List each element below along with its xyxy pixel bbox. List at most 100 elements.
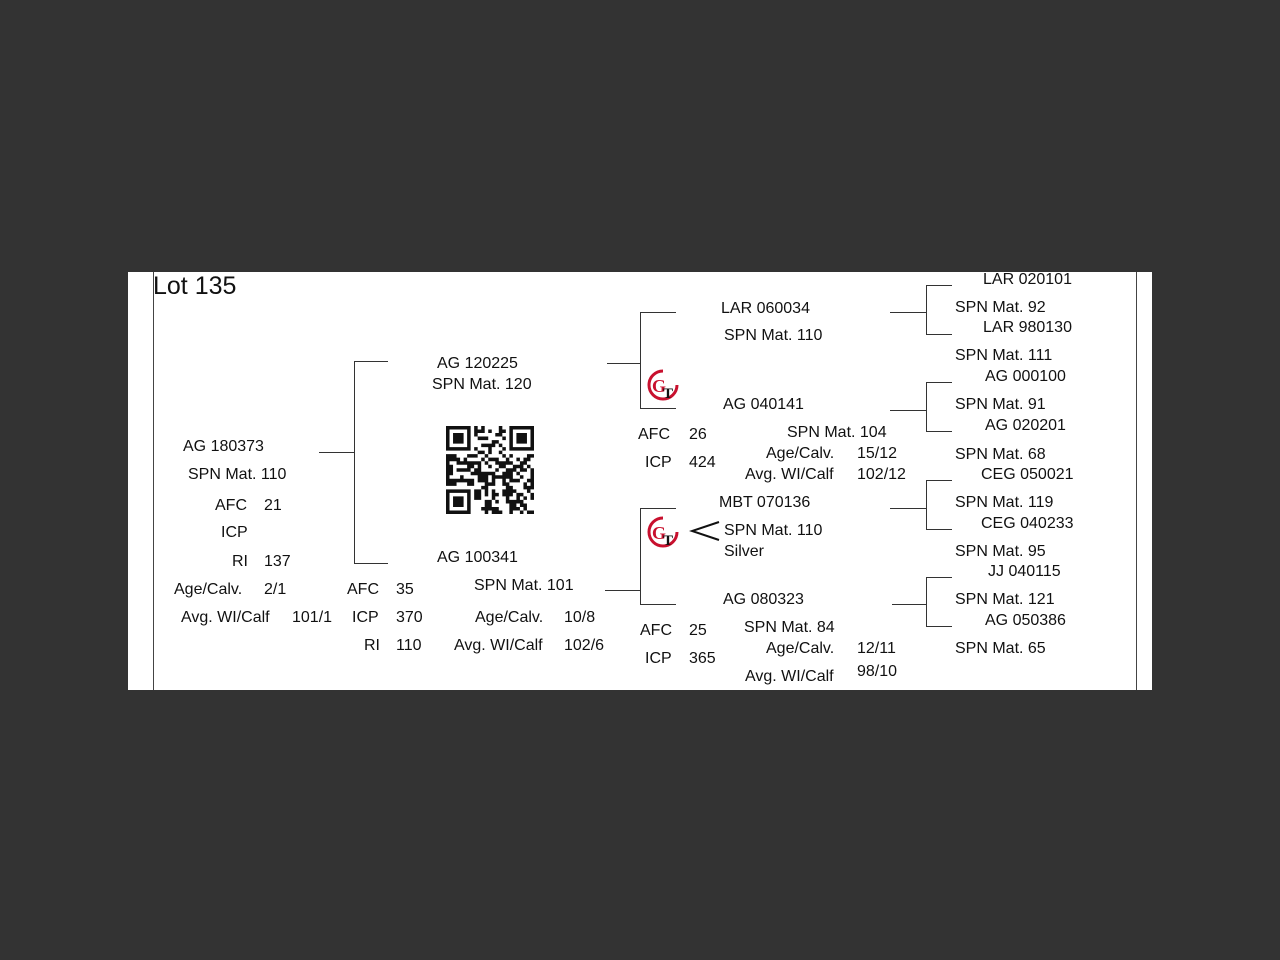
sire-dam-wi-label: Avg. WI/Calf	[745, 466, 834, 483]
less-than-chevron-icon	[689, 521, 720, 541]
bracket-line	[640, 508, 641, 605]
animal-afc-label: AFC	[215, 497, 247, 514]
sire-spn: SPN Mat. 120	[432, 376, 532, 393]
dam-sire-spn: SPN Mat. 110	[724, 522, 823, 539]
dam-icp-value: 370	[396, 609, 423, 626]
animal-icp-label: ICP	[221, 524, 248, 541]
gt-breeder-logo-icon: G T	[646, 368, 680, 402]
animal-wi-label: Avg. WI/Calf	[181, 609, 270, 626]
dam-dam-spn: SPN Mat. 84	[744, 619, 835, 636]
dam-wi-value: 102/6	[564, 637, 605, 654]
bracket-line	[926, 285, 952, 286]
dam-dam-afc-value: 25	[689, 622, 707, 639]
svg-text:T: T	[663, 386, 673, 402]
sire-sire-spn: SPN Mat. 110	[724, 327, 823, 344]
great-grandparent-id: JJ 040115	[988, 563, 1061, 580]
bracket-line	[926, 577, 927, 627]
dam-dam-icp-label: ICP	[645, 650, 672, 667]
great-grandparent-id: AG 020201	[985, 417, 1066, 434]
dam-icp-label: ICP	[352, 609, 379, 626]
left-margin-rule	[153, 272, 154, 690]
animal-ri-label: RI	[232, 553, 248, 570]
bracket-line	[890, 410, 926, 411]
dam-sire-id: MBT 070136	[719, 494, 811, 511]
bracket-line	[926, 577, 952, 578]
animal-age-value: 2/1	[264, 581, 287, 598]
dam-sire-note: Silver	[724, 543, 765, 560]
sire-sire-id: LAR 060034	[721, 300, 810, 317]
dam-ri-label: RI	[364, 637, 380, 654]
dam-dam-afc-label: AFC	[640, 622, 672, 639]
bracket-line	[926, 480, 927, 530]
dam-id: AG 100341	[437, 549, 518, 566]
bracket-line	[640, 312, 641, 409]
bracket-line	[890, 508, 926, 509]
dam-dam-age-value: 12/11	[857, 640, 896, 657]
sire-dam-icp-label: ICP	[645, 454, 672, 471]
bracket-line	[926, 382, 927, 432]
dam-ri-value: 110	[396, 637, 422, 654]
sire-dam-icp-value: 424	[689, 454, 716, 471]
bracket-line	[354, 563, 388, 564]
animal-wi-value: 101/1	[292, 609, 333, 626]
pedigree-sheet: Lot 135 AG 180373 SPN Mat. 110 AFC 21 IC…	[128, 272, 1152, 690]
bracket-line	[354, 361, 388, 362]
animal-spn: SPN Mat. 110	[188, 466, 287, 483]
bracket-line	[926, 626, 952, 627]
sire-id: AG 120225	[437, 355, 518, 372]
sire-dam-spn: SPN Mat. 104	[787, 424, 887, 441]
dam-dam-wi-value: 98/10	[857, 663, 898, 680]
animal-ri-value: 137	[264, 553, 291, 570]
animal-afc-value: 21	[264, 497, 282, 514]
great-grandparent-spn: SPN Mat. 92	[955, 299, 1046, 316]
dam-afc-label: AFC	[347, 581, 379, 598]
dam-afc-value: 35	[396, 581, 414, 598]
bracket-line	[640, 408, 676, 409]
dam-dam-id: AG 080323	[723, 591, 804, 608]
bracket-line	[319, 452, 354, 453]
bracket-line	[890, 312, 926, 313]
bracket-line	[926, 529, 952, 530]
bracket-line	[640, 604, 676, 605]
animal-id: AG 180373	[183, 438, 264, 455]
sire-dam-afc-label: AFC	[638, 426, 670, 443]
sire-dam-id: AG 040141	[723, 396, 804, 413]
bracket-line	[640, 508, 676, 509]
bracket-line	[926, 431, 952, 432]
sire-dam-afc-value: 26	[689, 426, 707, 443]
great-grandparent-spn: SPN Mat. 121	[955, 591, 1055, 608]
animal-age-label: Age/Calv.	[174, 581, 243, 598]
bracket-line	[640, 312, 676, 313]
qr-code-icon	[446, 426, 534, 514]
bracket-line	[926, 334, 952, 335]
dam-spn: SPN Mat. 101	[474, 577, 574, 594]
dam-dam-age-label: Age/Calv.	[766, 640, 835, 657]
great-grandparent-spn: SPN Mat. 68	[955, 446, 1046, 463]
sire-dam-age-value: 15/12	[857, 445, 898, 462]
gt-breeder-logo-icon: G T	[646, 515, 680, 549]
great-grandparent-spn: SPN Mat. 119	[955, 494, 1054, 511]
dam-dam-icp-value: 365	[689, 650, 716, 667]
great-grandparent-id: LAR 980130	[983, 319, 1072, 336]
great-grandparent-spn: SPN Mat. 91	[955, 396, 1046, 413]
bracket-line	[926, 285, 927, 335]
great-grandparent-spn: SPN Mat. 65	[955, 640, 1046, 657]
svg-text:G: G	[652, 523, 666, 543]
great-grandparent-id: LAR 020101	[983, 272, 1072, 288]
lot-title: Lot 135	[153, 272, 237, 300]
svg-text:G: G	[652, 376, 666, 396]
great-grandparent-id: AG 000100	[985, 368, 1066, 385]
dam-wi-label: Avg. WI/Calf	[454, 637, 543, 654]
dam-age-label: Age/Calv.	[475, 609, 544, 626]
great-grandparent-id: CEG 050021	[981, 466, 1074, 483]
great-grandparent-spn: SPN Mat. 111	[955, 347, 1053, 364]
right-margin-rule	[1136, 272, 1137, 690]
bracket-line	[892, 604, 926, 605]
bracket-line	[926, 480, 952, 481]
bracket-line	[605, 590, 640, 591]
bracket-line	[354, 361, 355, 564]
great-grandparent-id: AG 050386	[985, 612, 1066, 629]
dam-dam-wi-label: Avg. WI/Calf	[745, 668, 834, 685]
bracket-line	[607, 363, 640, 364]
sire-dam-wi-value: 102/12	[857, 466, 906, 483]
